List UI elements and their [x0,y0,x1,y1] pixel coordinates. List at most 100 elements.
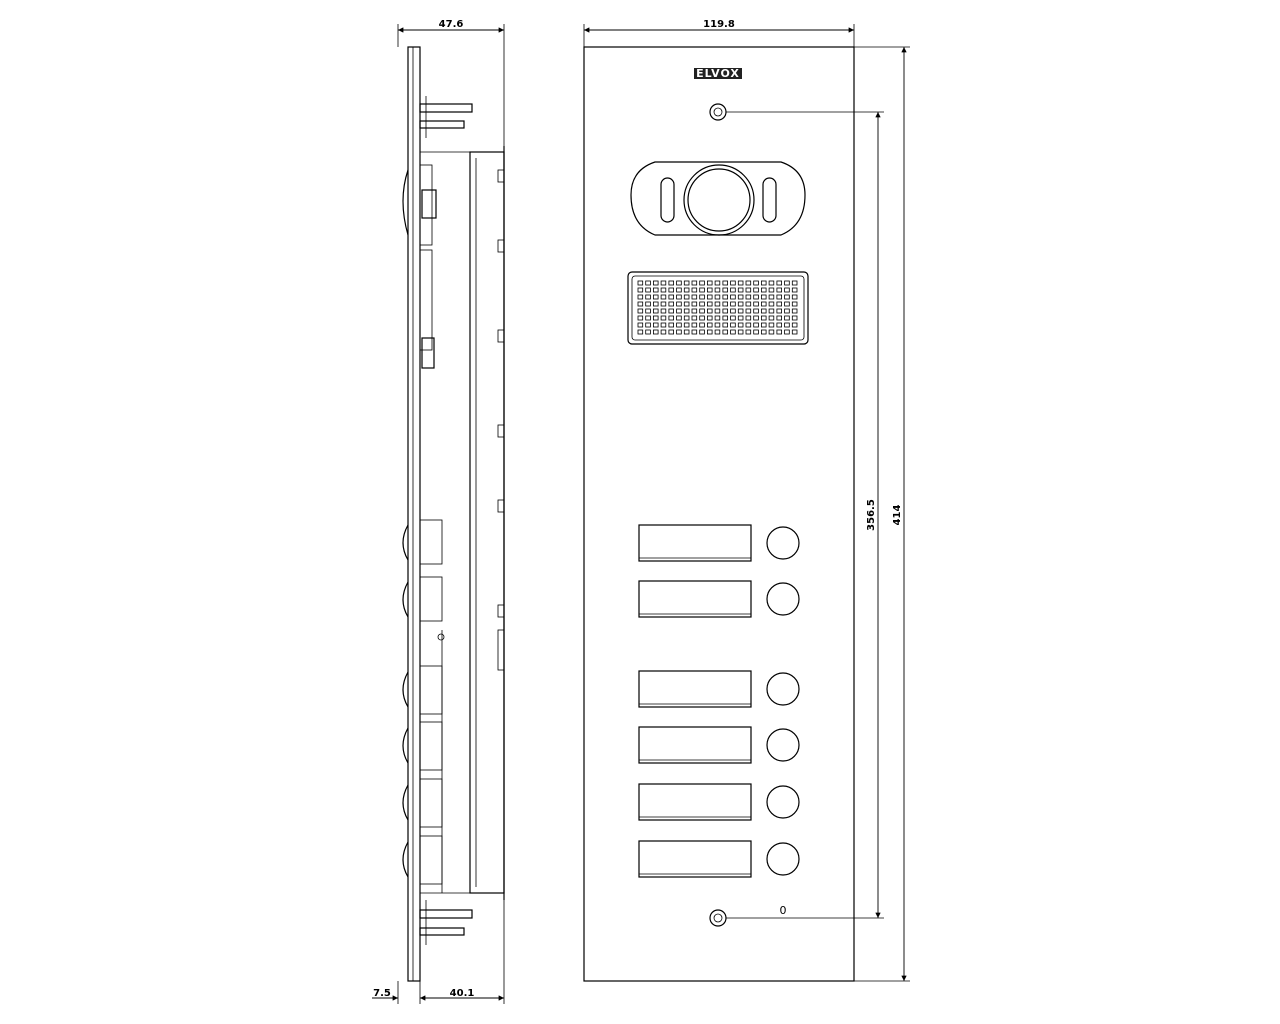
name-tag-5 [638,783,752,821]
grille-hole [699,294,705,300]
grille-hole [784,287,790,293]
camera-module [630,161,806,236]
grille-hole [784,322,790,328]
call-button-4 [766,728,800,762]
grille-hole [784,308,790,314]
grille-hole [683,280,690,286]
grille-hole [714,315,721,321]
grille-hole [737,329,744,335]
button-row-5 [638,783,800,821]
grille-hole [784,280,790,286]
grille-hole [737,287,744,293]
call-button-6 [766,842,800,876]
grille-hole [676,301,682,307]
grille-hole [791,315,798,321]
grille-hole [699,287,705,293]
front-panel-outline [583,46,855,982]
grille-hole [645,322,651,328]
grille-hole [737,308,744,314]
grille-hole [707,280,713,286]
grille-hole [653,280,659,286]
grille-hole [722,329,729,335]
grille-hole [714,308,721,314]
grille-hole [707,287,713,293]
name-tag-3 [638,670,752,708]
button-row-3 [638,670,800,708]
grille-hole [691,294,698,300]
grille-hole [660,287,667,293]
grille-hole [707,329,713,335]
call-button-2 [766,582,800,616]
lower-stud [419,900,473,945]
grille-hole [691,287,698,293]
grille-hole [707,308,713,314]
grille-hole [676,280,682,286]
dim-total-height: 414 [892,505,903,526]
grille-hole [676,315,682,321]
grille-hole [683,301,690,307]
grille-hole [683,294,690,300]
grille-hole [730,322,736,328]
grille-hole [714,322,721,328]
bottom-screw-icon [709,909,727,927]
grille-hole [761,294,767,300]
led-mark: 0 [780,904,787,917]
grille-hole [761,322,767,328]
grille-hole [776,329,783,335]
grille-hole [699,322,705,328]
grille-hole [668,280,675,286]
grille-hole [676,322,682,328]
grille-hole [683,322,690,328]
grille-hole [699,308,705,314]
grille-hole [730,308,736,314]
side-front-plate [407,46,421,982]
grille-hole [714,294,721,300]
grille-hole [753,322,759,328]
grille-hole [691,301,698,307]
grille-hole [761,301,767,307]
grille-hole [753,280,759,286]
grille-hole [714,287,721,293]
grille-hole [753,329,759,335]
grille-hole [768,280,775,286]
grille-hole [730,301,736,307]
grille-hole [660,301,667,307]
front-view: ELVOX [583,46,855,982]
grille-hole [668,301,675,307]
grille-hole [637,294,644,300]
button-row-1 [638,524,800,562]
grille-hole [776,315,783,321]
grille-hole [676,308,682,314]
name-tag-6 [638,840,752,878]
grille-hole [791,287,798,293]
dimensions: 47.6 119.8 356.5 414 7.5 40.1 [372,19,910,1004]
button-row-6 [638,840,800,878]
grille-hole [761,308,767,314]
grille-hole [668,294,675,300]
right-ir-led [762,177,777,223]
side-buttons [402,519,445,893]
name-tag-2 [638,580,752,618]
grille-hole [761,329,767,335]
grille-hole [768,329,775,335]
grille-hole [637,315,644,321]
grille-hole [653,322,659,328]
grille-hole [699,329,705,335]
grille-hole [691,280,698,286]
grille-hole [653,308,659,314]
grille-hole [645,301,651,307]
grille-hole [768,322,775,328]
grille-hole [722,301,729,307]
button-rows [638,524,800,878]
grille-hole [745,308,752,314]
grille-hole [730,287,736,293]
grille-hole [753,315,759,321]
speaker-grille [627,271,809,345]
left-ir-led [660,177,675,223]
grille-hole [676,294,682,300]
grille-hole [645,308,651,314]
side-camera-bump [402,169,409,236]
call-button-5 [766,785,800,819]
svg-text:ELVOX: ELVOX [696,67,740,80]
grille-hole [660,294,667,300]
